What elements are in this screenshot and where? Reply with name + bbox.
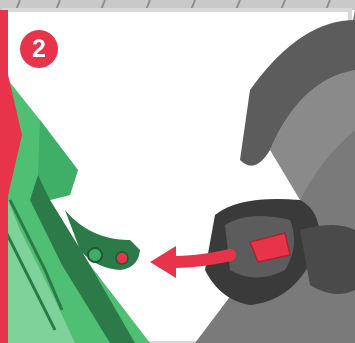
red-edge xyxy=(0,10,8,343)
step-number-badge: 2 xyxy=(20,30,58,68)
